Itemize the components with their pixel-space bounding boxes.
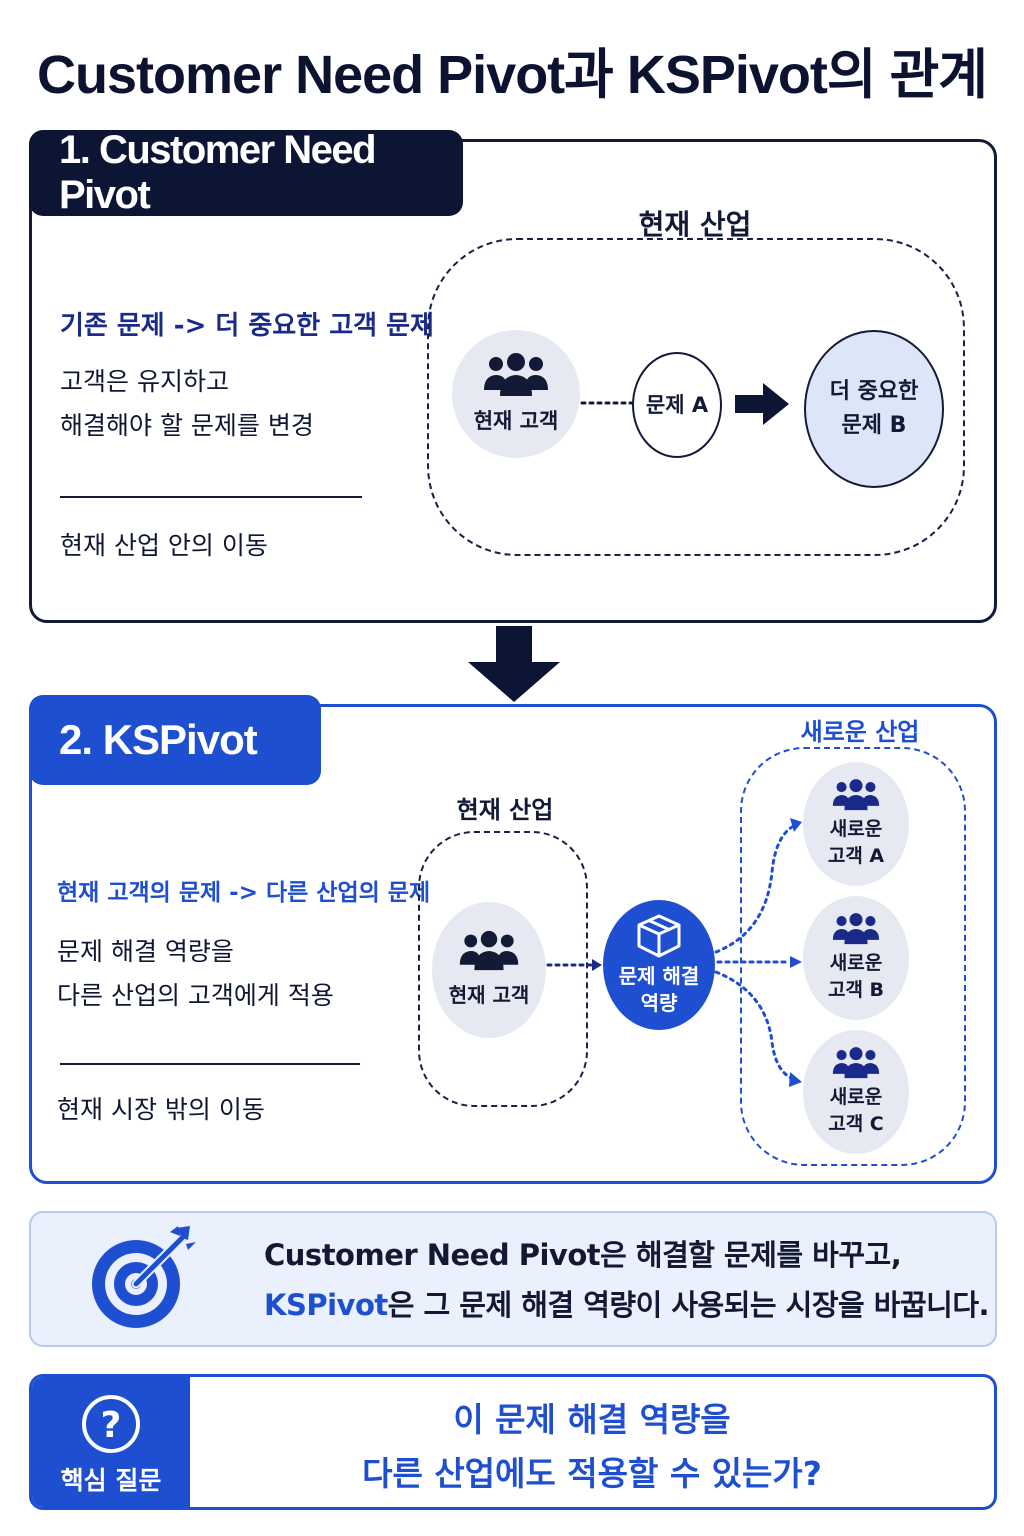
arrow-down-icon — [468, 626, 560, 702]
section2-capability-line2: 역량 — [640, 991, 678, 1015]
new-customer-a-line2: 고객 A — [827, 845, 885, 867]
box-icon — [637, 914, 681, 958]
section1-industry-label: 현재 산업 — [638, 208, 752, 241]
section1-problem-b: 더 중요한 문제 B — [804, 330, 944, 488]
section2-capability-line1: 문제 해결 — [618, 964, 700, 988]
svg-text:?: ? — [101, 1405, 122, 1446]
section2-desc-line2: 다른 산업의 고객에게 적용 — [57, 981, 334, 1010]
section2-customer-label: 현재 고객 — [448, 983, 530, 1007]
section1-headline: 기존 문제 -> 더 중요한 고객 문제 — [60, 311, 434, 341]
section1-desc-line2: 해결해야 할 문제를 변경 — [60, 411, 314, 440]
new-customer-c-line2: 고객 C — [828, 1113, 884, 1135]
people-icon — [832, 779, 880, 811]
section2-new-customer-b: 새로운 고객 B — [803, 896, 909, 1020]
new-customer-c-line1: 새로운 — [829, 1086, 883, 1108]
section2-tag: 2. KSPivot — [29, 695, 321, 785]
people-icon — [832, 913, 880, 945]
question-badge: ? 핵심 질문 — [32, 1377, 190, 1507]
summary-line2: KSPivot은 그 문제 해결 역량이 사용되는 시장을 바꿉니다. — [264, 1282, 990, 1324]
section1-tag: 1. Customer Need Pivot — [29, 128, 463, 217]
section2-new-industry-boundary — [740, 747, 966, 1166]
new-customer-a-line1: 새로운 — [829, 818, 883, 840]
section1-current-customer: 현재 고객 — [452, 330, 580, 458]
new-customer-b-line1: 새로운 — [829, 952, 883, 974]
new-customer-b-line2: 고객 B — [827, 979, 885, 1001]
section1-divider — [60, 496, 362, 498]
page-title: Customer Need Pivot과 KSPivot의 관계 — [37, 45, 988, 105]
section1-footer: 현재 산업 안의 이동 — [60, 531, 268, 560]
section2-current-customer: 현재 고객 — [432, 902, 546, 1038]
section2-tag-label: 2. KSPivot — [59, 716, 258, 763]
summary-highlight: KSPivot — [264, 1288, 388, 1322]
people-icon — [459, 930, 519, 971]
people-icon — [832, 1047, 880, 1079]
section2-headline: 현재 고객의 문제 -> 다른 산업의 문제 — [57, 880, 431, 906]
section2-fanout-links — [714, 818, 802, 1087]
section2-new-customer-c: 새로운 고객 C — [803, 1030, 909, 1154]
summary-line1: Customer Need Pivot은 해결할 문제를 바꾸고, — [264, 1238, 902, 1272]
section2-divider — [60, 1063, 360, 1065]
section2-capability: 문제 해결 역량 — [603, 900, 715, 1030]
section2-new-industry-label: 새로운 산업 — [800, 718, 920, 746]
section2-current-industry-boundary — [418, 831, 588, 1107]
section2-current-industry-label: 현재 산업 — [456, 796, 554, 824]
summary-box — [29, 1211, 997, 1347]
section2-footer: 현재 시장 밖의 이동 — [57, 1095, 265, 1124]
question-line1: 이 문제 해결 역량을 — [453, 1400, 731, 1439]
section1-desc-line1: 고객은 유지하고 — [60, 367, 229, 396]
target-icon — [92, 1226, 196, 1328]
section1-problem-a-label: 문제 A — [645, 393, 709, 417]
question-icon: ? — [82, 1395, 140, 1453]
section2-desc-line1: 문제 해결 역량을 — [57, 937, 234, 966]
arrow-right-icon — [735, 383, 789, 425]
section1-problem-b-line2: 문제 B — [841, 413, 907, 438]
section1-customer-label: 현재 고객 — [473, 409, 559, 433]
section1-dotted-link — [580, 401, 634, 405]
question-line2: 다른 산업에도 적용할 수 있는가? — [362, 1454, 822, 1493]
section1-tag-label: 1. Customer Need Pivot — [59, 128, 377, 217]
section2-new-customer-a: 새로운 고객 A — [803, 762, 909, 886]
question-panel: ? 핵심 질문 이 문제 해결 역량을 다른 산업에도 적용할 수 있는가? — [29, 1374, 997, 1510]
people-icon — [484, 353, 548, 396]
section1-problem-a: 문제 A — [632, 352, 722, 458]
summary-line2-rest: 은 그 문제 해결 역량이 사용되는 시장을 바꿉니다. — [387, 1288, 990, 1322]
section1-problem-b-line1: 더 중요한 — [829, 379, 919, 404]
section1-industry-boundary — [427, 238, 965, 556]
section2-link-to-capability — [546, 959, 602, 971]
question-badge-label: 핵심 질문 — [60, 1466, 162, 1495]
